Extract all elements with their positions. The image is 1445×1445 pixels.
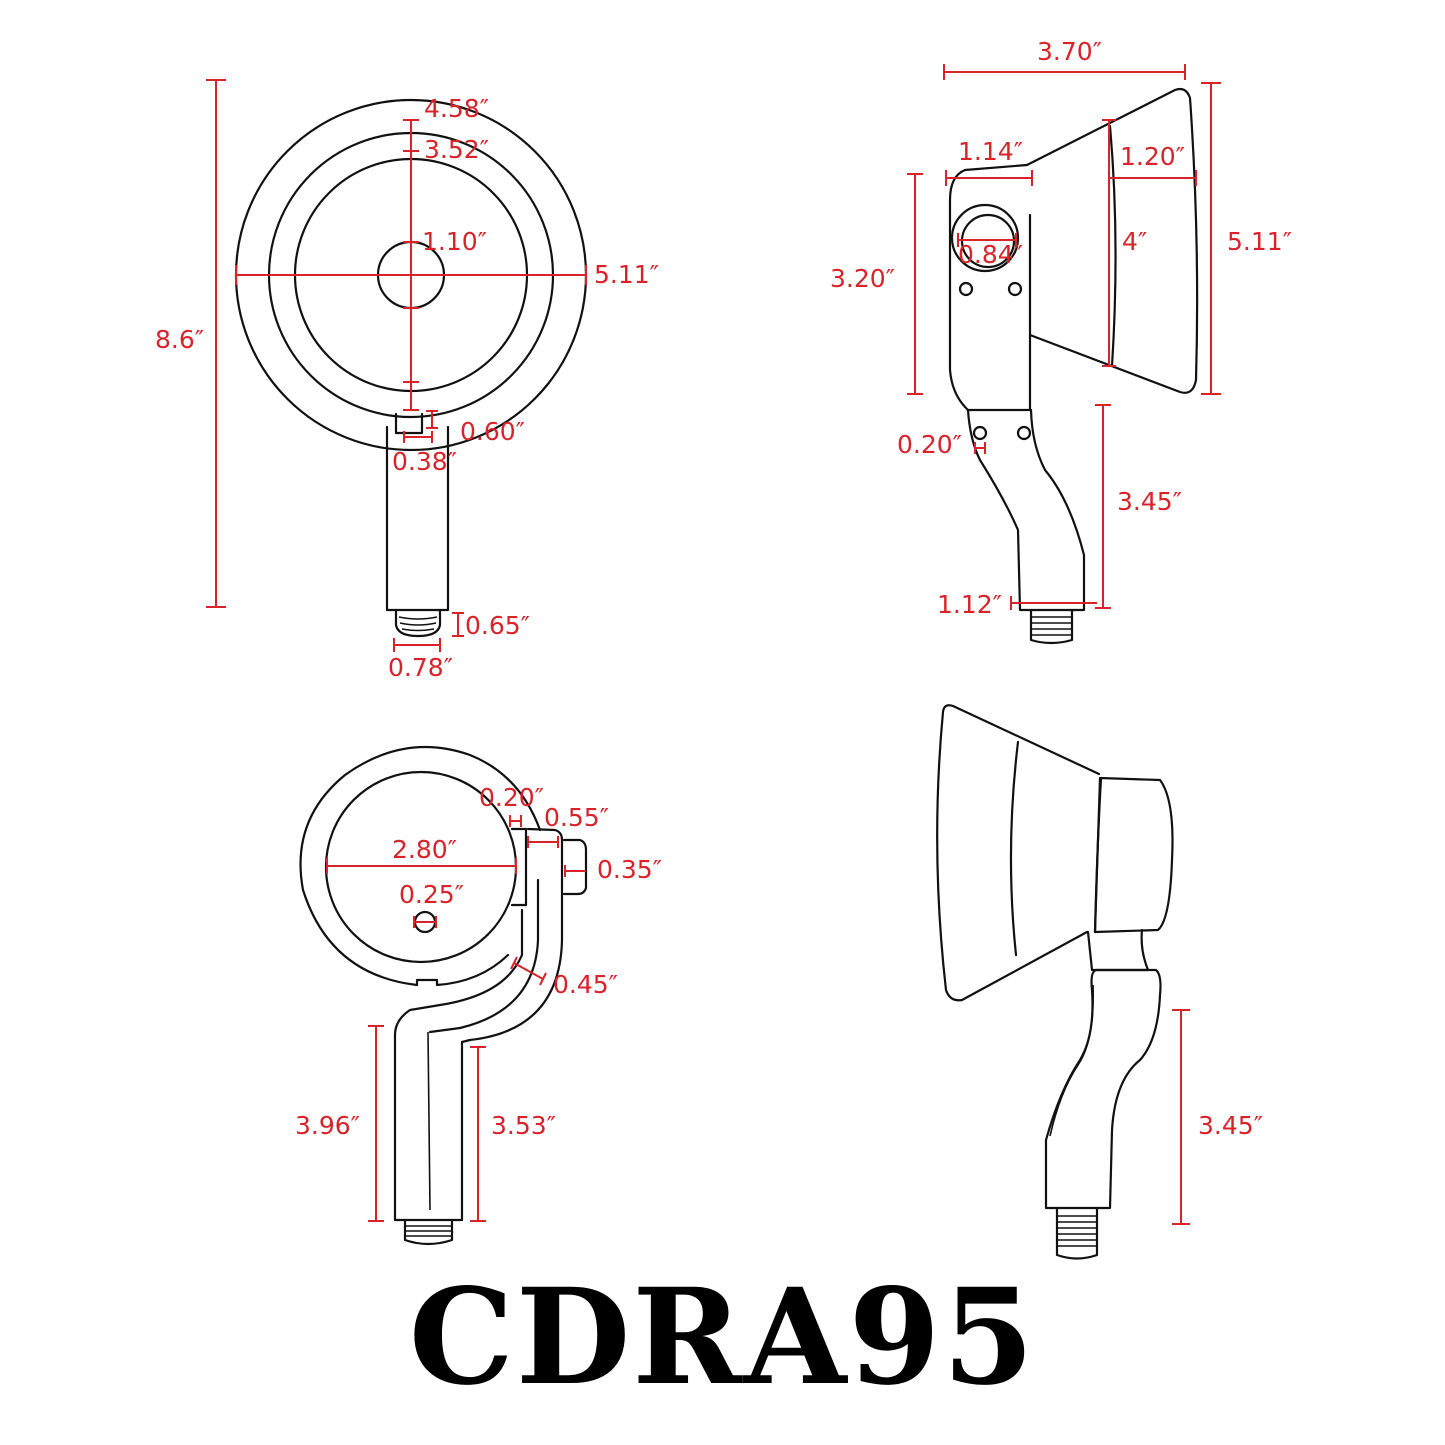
knuckle-outline <box>948 163 1032 412</box>
gap-b-dim <box>527 836 559 848</box>
stem-hole-right <box>1016 425 1032 441</box>
lens-diameter-label: 3.52″ <box>424 135 489 164</box>
neck-width-dim <box>403 431 433 443</box>
pivot-outer-outline <box>950 203 1020 273</box>
overall-depth-label: 3.70″ <box>1037 37 1102 66</box>
overall-height-dim <box>206 79 226 608</box>
hood-outline <box>936 704 1101 1002</box>
lens-edge-outline <box>1108 124 1117 368</box>
neck-outline <box>394 412 424 435</box>
rear-view: 3.45″ <box>936 704 1263 1260</box>
top-view: 2.80″ 0.25″ 0.20″ 0.55″ 0.35″ 0.45″ 3.96… <box>295 745 662 1246</box>
hole-diameter-label: 0.25″ <box>399 880 464 909</box>
arm-width-dim <box>510 956 547 986</box>
front-view: 8.6″ 5.11″ 4.58″ 3.52″ 1.10″ 0.60″ 0.38″… <box>155 79 659 682</box>
stem-width-dim <box>1010 596 1097 610</box>
hood-outline <box>1025 87 1199 394</box>
model-title: CDRA95 <box>408 1260 1037 1415</box>
stem-height-dim <box>1172 1009 1190 1225</box>
thread-outline <box>1029 608 1074 645</box>
lens-height-label: 4″ <box>1122 227 1147 256</box>
knuckle-width-label: 1.14″ <box>958 137 1023 166</box>
stem-height-label: 3.45″ <box>1117 487 1182 516</box>
side-tab-outline <box>562 838 588 896</box>
thread-width-label: 0.78″ <box>388 653 453 682</box>
thread-height-dim <box>452 612 464 637</box>
stem-edge-line <box>1049 984 1095 1137</box>
stem-inner-height-dim <box>470 1046 486 1222</box>
ring-bottom-outline <box>415 953 510 987</box>
side-view: 3.70″ 1.14″ 1.20″ 4″ 5.11″ 3.20″ 0.84″ 0… <box>830 37 1292 645</box>
knuckle-height-label: 3.20″ <box>830 264 895 293</box>
inner-diameter-label: 2.80″ <box>392 835 457 864</box>
neck-height-dim <box>426 410 438 429</box>
inner-tab-outline <box>510 827 528 907</box>
stem-width-label: 1.12″ <box>937 590 1002 619</box>
outer-ring-outline <box>299 745 542 987</box>
arm-outer-outline <box>460 827 564 1044</box>
overall-depth-dim <box>943 64 1186 80</box>
gap-a-dim <box>509 815 522 827</box>
knuckle-seam <box>1093 776 1103 934</box>
hood-depth-label: 1.20″ <box>1120 142 1185 171</box>
knuckle-outline <box>1093 776 1174 934</box>
hood-ring-line <box>1009 740 1020 957</box>
thread-lines <box>1032 616 1071 636</box>
stem-outline <box>1044 968 1162 1210</box>
overall-height-label: 8.6″ <box>155 325 204 354</box>
screw-hole-dim <box>974 442 986 454</box>
knuckle-width-dim <box>945 170 1033 186</box>
stem-center-line <box>427 1031 431 1211</box>
vertical-tick-marks <box>403 150 419 383</box>
screw-hole-left <box>958 281 974 297</box>
stem-inner-height-label: 3.53″ <box>491 1111 556 1140</box>
stem-height-dim <box>1095 404 1111 609</box>
thread-outline <box>394 608 442 638</box>
neck-width-label: 0.38″ <box>392 447 457 476</box>
pivot-diameter-label: 0.84″ <box>958 240 1023 269</box>
stem-outline <box>393 908 524 1222</box>
screw-hole-label: 0.20″ <box>897 430 962 459</box>
stem-outer-height-dim <box>368 1025 384 1222</box>
stem-outline <box>385 425 450 612</box>
neck-height-label: 0.60″ <box>460 417 525 446</box>
hole-diameter-dim <box>413 916 437 928</box>
screw-hole-right <box>1007 281 1023 297</box>
tab-width-label: 0.35″ <box>597 855 662 884</box>
thread-outline <box>1055 1206 1099 1260</box>
stem-outer-height-label: 3.96″ <box>295 1111 360 1140</box>
hood-height-dim <box>1201 82 1221 395</box>
thread-height-label: 0.65″ <box>465 611 530 640</box>
thread-lines <box>406 1225 451 1237</box>
arm-inner-outline <box>428 878 540 1034</box>
inner-diameter-dim <box>326 858 517 874</box>
gap-a-label: 0.20″ <box>479 783 544 812</box>
collar-outline <box>1086 928 1150 972</box>
outer-diameter-label: 5.11″ <box>594 260 659 289</box>
hood-depth-dim <box>1109 170 1197 186</box>
tab-width-dim <box>564 865 586 877</box>
thread-outline <box>403 1218 454 1246</box>
thread-lines <box>1058 1215 1096 1247</box>
stem-outline <box>966 408 1086 612</box>
lens-height-dim <box>1102 119 1116 367</box>
arm-width-label: 0.45″ <box>553 970 618 999</box>
pivot-diameter-dim <box>957 233 1017 247</box>
thread-lines <box>398 616 438 632</box>
center-diameter-label: 1.10″ <box>422 227 487 256</box>
stem-hole-left <box>972 425 988 441</box>
stem-height-label: 3.45″ <box>1198 1111 1263 1140</box>
hood-height-label: 5.11″ <box>1227 227 1292 256</box>
gap-b-label: 0.55″ <box>544 803 609 832</box>
knuckle-height-dim <box>907 173 923 395</box>
thread-width-dim <box>393 638 441 652</box>
ring-diameter-label: 4.58″ <box>424 94 489 123</box>
vertical-diameter-dim <box>403 119 419 411</box>
